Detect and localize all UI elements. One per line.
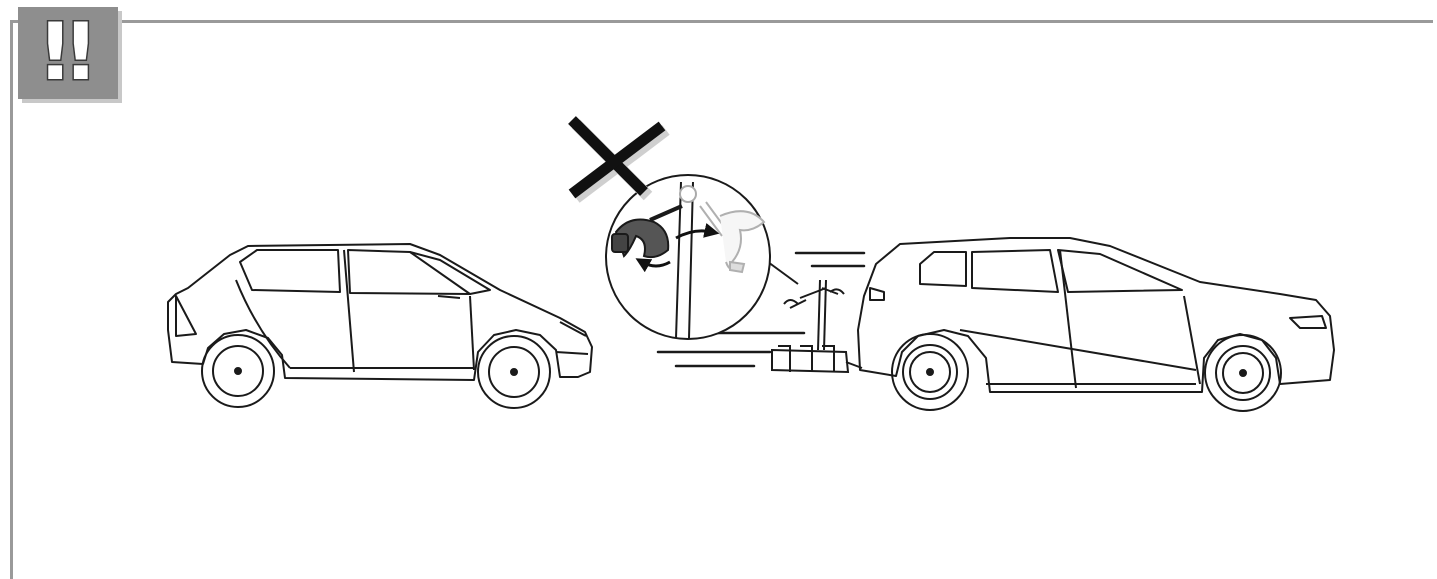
left-car (168, 244, 592, 380)
bike-carrier-detail-inset (606, 175, 798, 339)
bike-carrier (772, 280, 862, 372)
right-car-front-wheel (1205, 335, 1281, 411)
left-car-front-wheel (202, 335, 274, 407)
right-car-rear-wheel (892, 334, 968, 410)
left-car-rear-wheel (478, 336, 550, 408)
